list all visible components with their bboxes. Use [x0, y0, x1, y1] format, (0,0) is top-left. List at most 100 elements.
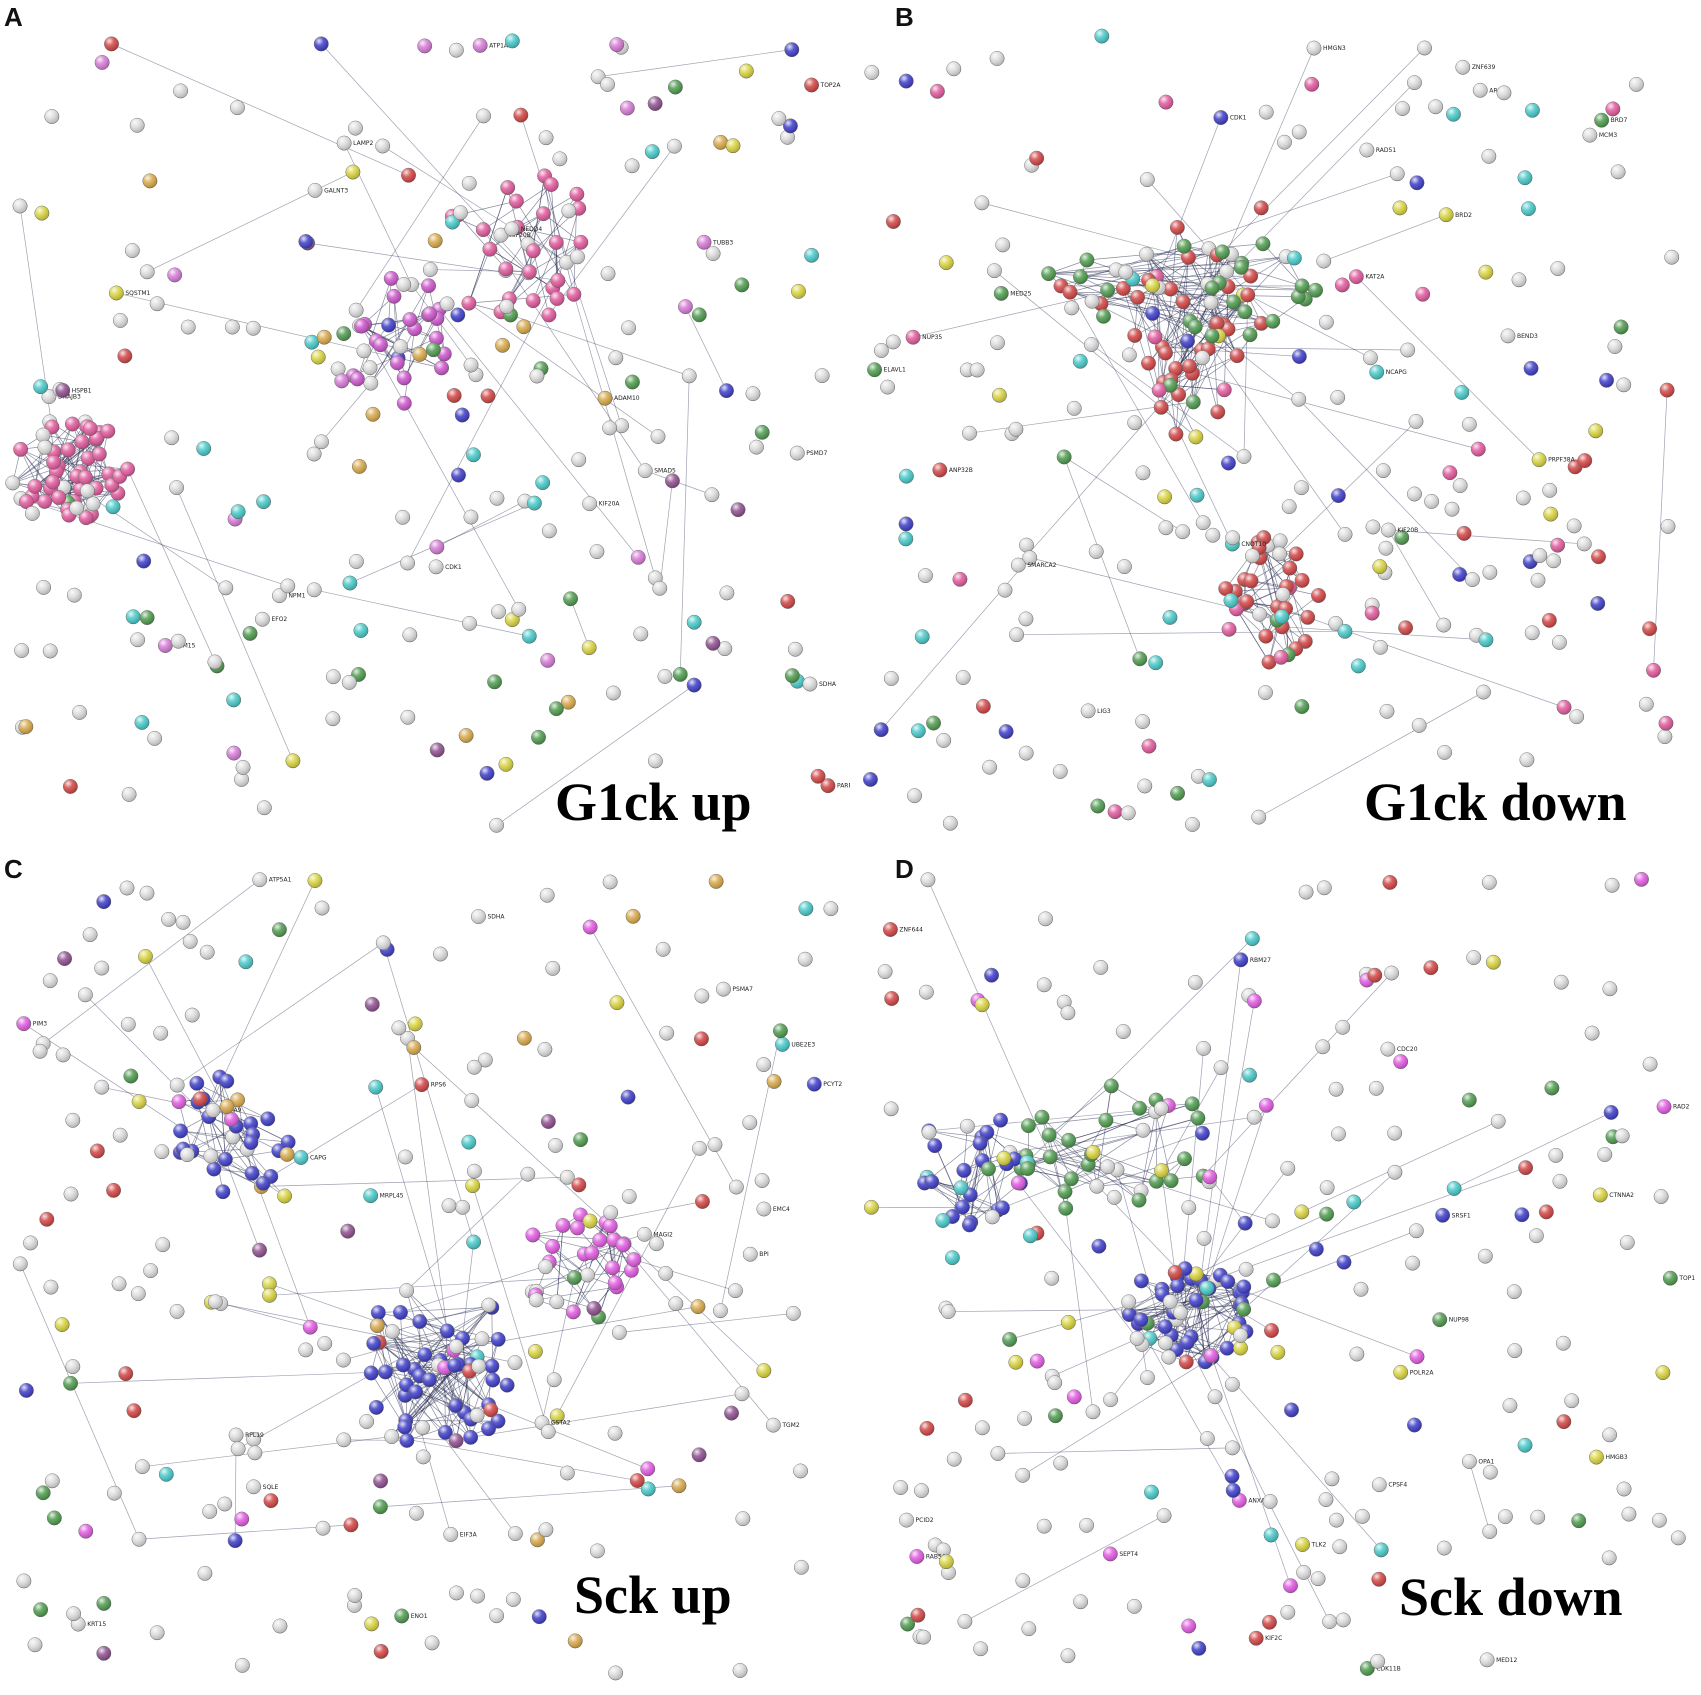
protein-node-shine: [1258, 628, 1274, 644]
protein-label: CDK11B: [1376, 1665, 1401, 1672]
protein-node-shine: [96, 1646, 112, 1661]
protein-node-shine: [1243, 573, 1259, 589]
interaction-edge: [1265, 595, 1319, 637]
protein-node-shine: [561, 203, 576, 219]
protein-node-shine: [600, 77, 615, 92]
protein-node-shine: [306, 446, 322, 462]
protein-node-shine: [1387, 1125, 1402, 1141]
interaction-edge: [370, 319, 411, 384]
protein-node-shine: [962, 425, 977, 441]
protein-label: ADAM10: [614, 395, 640, 402]
interaction-edge: [1222, 47, 1425, 253]
protein-node-shine: [334, 373, 349, 389]
protein-label: KIF20B: [510, 232, 531, 239]
protein-node-shine: [1371, 1572, 1387, 1587]
protein-node-shine: [314, 36, 329, 52]
protein-node-shine: [368, 1079, 383, 1095]
protein-label: TLK2: [1311, 1542, 1327, 1549]
protein-node-shine: [43, 643, 58, 659]
protein-node-shine: [1058, 1201, 1073, 1216]
protein-node-shine: [1530, 573, 1546, 588]
interaction-edge: [1009, 1116, 1255, 1153]
protein-node-shine: [1642, 621, 1657, 636]
protein-node-shine: [785, 668, 800, 683]
protein-node-shine: [1224, 1468, 1240, 1484]
protein-node-shine: [735, 1511, 751, 1526]
protein-node-shine: [396, 370, 412, 386]
protein-label: RPS6: [431, 1082, 447, 1089]
interaction-edge: [1206, 1105, 1267, 1289]
protein-label: MED12: [1496, 1657, 1517, 1664]
protein-node-shine: [1163, 1294, 1178, 1309]
protein-node-shine: [1663, 1270, 1678, 1286]
protein-node-shine: [171, 1094, 187, 1109]
interaction-edge: [1049, 1156, 1098, 1187]
interaction-edge: [1218, 335, 1299, 400]
protein-node-shine: [336, 135, 352, 151]
protein-label: CPSF4: [1388, 1482, 1407, 1489]
protein-node-shine: [1478, 264, 1494, 280]
protein-node-shine: [1073, 269, 1088, 284]
protein-label: DNAJB3: [58, 394, 81, 401]
protein-node-shine: [1188, 319, 1203, 334]
protein-node-shine: [400, 555, 415, 571]
protein-node-shine: [717, 641, 733, 656]
protein-node-shine: [570, 249, 585, 265]
protein-node-shine: [1053, 1455, 1068, 1471]
protein-node-shine: [1067, 1389, 1082, 1405]
network-panel-b: BRD7ARID2BEND3CNOT10RAD51HMGN3BRD2KIF20B…: [851, 0, 1701, 847]
protein-node-shine: [408, 1016, 423, 1032]
protein-node-shine: [1530, 1509, 1545, 1525]
protein-node-shine: [990, 335, 1005, 350]
protein-node-shine: [1233, 1340, 1248, 1356]
protein-node-shine: [279, 1147, 295, 1162]
protein-label: UBE2E3: [791, 1041, 815, 1048]
interaction-edge: [219, 1076, 226, 1160]
protein-node-shine: [78, 1523, 93, 1539]
protein-node-shine: [1107, 1190, 1122, 1205]
protein-node-shine: [1556, 1336, 1571, 1351]
protein-node-shine: [667, 138, 682, 154]
interaction-edge: [20, 449, 45, 502]
protein-node-shine: [1324, 1471, 1340, 1487]
protein-node-shine: [540, 888, 555, 903]
protein-node-shine: [1539, 1204, 1554, 1220]
protein-node-shine: [1437, 745, 1452, 760]
protein-node-shine: [429, 539, 445, 555]
protein-node-shine: [32, 1044, 48, 1059]
protein-node-shine: [590, 1543, 605, 1559]
interaction-edge: [1022, 1361, 1206, 1476]
protein-node-shine: [123, 1068, 139, 1084]
protein-node-shine: [455, 407, 470, 423]
protein-node-shine: [336, 326, 351, 341]
protein-node-shine: [804, 77, 819, 93]
protein-node-shine: [1318, 1492, 1334, 1507]
protein-node-shine: [14, 643, 29, 658]
protein-node-shine: [111, 1276, 127, 1291]
protein-node-shine: [45, 474, 60, 490]
protein-node-shine: [1131, 1192, 1147, 1208]
protein-node-shine: [807, 1076, 822, 1092]
interaction-edge: [997, 1447, 1233, 1454]
interaction-edge: [176, 942, 384, 1086]
protein-node-shine: [509, 193, 524, 209]
protein-node-shine: [788, 642, 803, 657]
protein-node-shine: [1519, 752, 1535, 768]
protein-node-shine: [208, 1294, 223, 1309]
interaction-edge: [445, 1364, 459, 1433]
protein-node-shine: [522, 629, 537, 644]
protein-node-shine: [580, 1267, 595, 1283]
protein-node-shine: [1481, 149, 1497, 164]
protein-node-shine: [976, 699, 991, 714]
protein-node-shine: [464, 1093, 479, 1108]
protein-node-shine: [1387, 1165, 1403, 1180]
protein-label: TOP1: [1678, 1275, 1695, 1282]
protein-node-shine: [614, 418, 629, 433]
protein-node-shine: [650, 429, 666, 444]
protein-node-shine: [125, 243, 140, 258]
protein-node-shine: [1203, 1348, 1219, 1363]
protein-node-shine: [914, 1483, 929, 1498]
protein-node-shine: [1658, 716, 1674, 731]
protein-node-shine: [1491, 1114, 1506, 1129]
protein-node-shine: [1158, 520, 1174, 535]
